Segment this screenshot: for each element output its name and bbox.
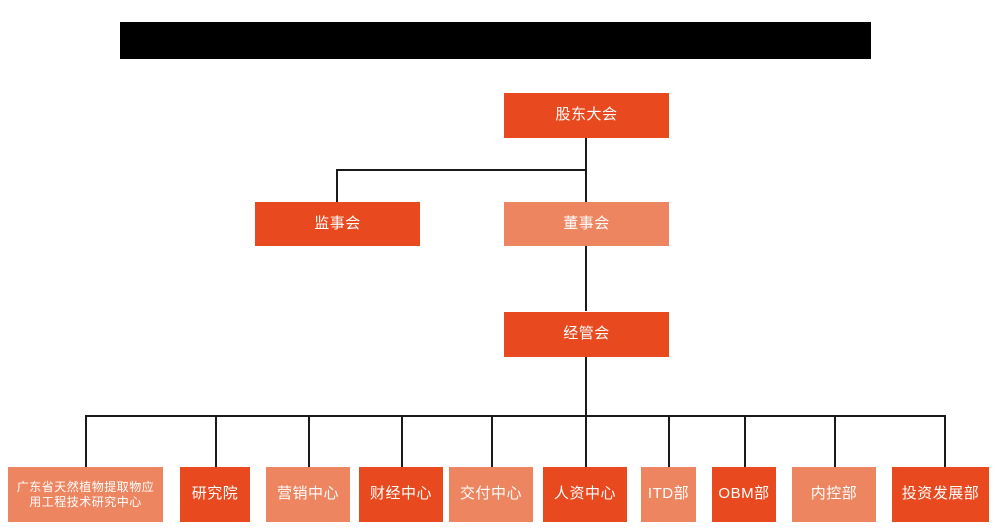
node-management-committee[interactable]: 经管会: [504, 312, 669, 357]
department-label: 投资发展部: [901, 485, 980, 503]
connector-shareholders-stem: [585, 137, 587, 171]
department-label: ITD部: [647, 485, 690, 503]
department-label: OBM部: [718, 485, 770, 503]
connector-to-supervisors: [336, 169, 338, 202]
node-board-of-supervisors[interactable]: 监事会: [255, 202, 420, 246]
node-board-of-directors[interactable]: 董事会: [504, 202, 669, 246]
connector-drop-2: [215, 415, 217, 467]
department-box-3[interactable]: 营销中心: [266, 467, 350, 522]
department-label: 研究院: [191, 485, 239, 503]
node-label: 监事会: [314, 214, 361, 232]
department-label: 内控部: [810, 485, 858, 503]
connector-departments-bus: [85, 415, 945, 417]
department-box-8[interactable]: OBM部: [712, 467, 776, 522]
department-box-7[interactable]: ITD部: [641, 467, 696, 522]
connector-management-stem: [585, 357, 587, 416]
department-label: 财经中心: [369, 485, 432, 503]
department-label: 广东省天然植物提取物应用工程技术研究中心: [16, 479, 155, 509]
department-box-10[interactable]: 投资发展部: [892, 467, 989, 522]
connector-to-directors: [585, 169, 587, 202]
node-shareholders-meeting[interactable]: 股东大会: [504, 93, 669, 138]
connector-drop-8: [744, 415, 746, 467]
connector-drop-6: [585, 415, 587, 467]
department-box-4[interactable]: 财经中心: [359, 467, 443, 522]
department-box-5[interactable]: 交付中心: [449, 467, 533, 522]
redacted-title-bar: [120, 22, 871, 59]
node-label: 股东大会: [555, 106, 618, 124]
connector-shareholders-bus: [336, 169, 587, 171]
connector-drop-1: [85, 415, 87, 467]
department-box-9[interactable]: 内控部: [792, 467, 876, 522]
connector-drop-5: [491, 415, 493, 467]
connector-drop-4: [401, 415, 403, 467]
department-label: 营销中心: [276, 485, 339, 503]
connector-drop-10: [944, 415, 946, 467]
department-box-1[interactable]: 广东省天然植物提取物应用工程技术研究中心: [8, 467, 163, 522]
node-label: 经管会: [563, 325, 610, 343]
connector-drop-3: [308, 415, 310, 467]
department-label: 交付中心: [459, 485, 522, 503]
department-box-2[interactable]: 研究院: [180, 467, 250, 522]
connector-drop-9: [834, 415, 836, 467]
connector-directors-to-management: [585, 242, 587, 311]
node-label: 董事会: [563, 214, 610, 232]
department-label: 人资中心: [553, 485, 616, 503]
connector-drop-7: [668, 415, 670, 467]
department-box-6[interactable]: 人资中心: [543, 467, 627, 522]
